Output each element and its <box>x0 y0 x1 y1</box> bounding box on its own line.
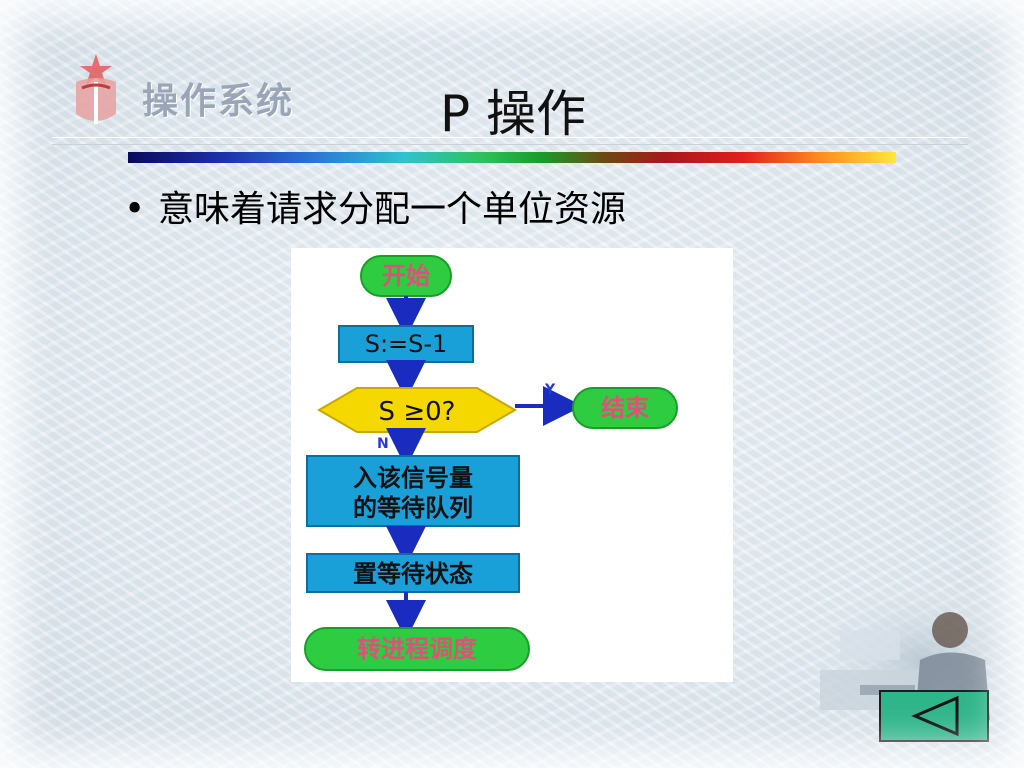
flow-no-label: N <box>377 436 389 452</box>
bullet-item: • 意味着请求分配一个单位资源 <box>124 180 626 232</box>
flowchart-image: 开始 S:=S-1 S ≥0? Y 结束 <box>291 248 733 682</box>
flow-end-node: 结束 <box>572 387 678 429</box>
rainbow-bar <box>128 152 896 163</box>
flow-step-enqueue-line2: 的等待队列 <box>353 494 473 522</box>
flow-decision: S ≥0? <box>317 387 517 433</box>
slide-title: P 操作 <box>440 85 587 143</box>
flow-start-label: 开始 <box>382 262 430 290</box>
flow-step-enqueue: 入该信号量 的等待队列 <box>306 455 520 527</box>
flow-yes-label: Y <box>544 382 556 398</box>
flow-end-label: 结束 <box>601 394 650 422</box>
flow-step-decrement-label: S:=S-1 <box>365 330 448 358</box>
flow-step-decrement: S:=S-1 <box>338 325 474 363</box>
course-logo-icon <box>76 54 116 124</box>
flow-final-label: 转进程调度 <box>357 635 478 663</box>
bullet-dot: • <box>124 189 146 230</box>
flow-start-node: 开始 <box>360 255 452 297</box>
bullet-text: 意味着请求分配一个单位资源 <box>158 189 627 230</box>
flow-decision-label: S ≥0? <box>379 397 456 427</box>
flow-step-wait: 置等待状态 <box>306 553 520 593</box>
course-name: 操作系统 <box>142 81 295 122</box>
flow-step-wait-label: 置等待状态 <box>353 560 473 588</box>
header-divider <box>52 137 968 145</box>
flow-final-node: 转进程调度 <box>304 627 530 671</box>
flow-step-enqueue-line1: 入该信号量 <box>353 464 473 492</box>
back-button[interactable] <box>879 690 989 742</box>
left-triangle-icon <box>911 695 959 737</box>
